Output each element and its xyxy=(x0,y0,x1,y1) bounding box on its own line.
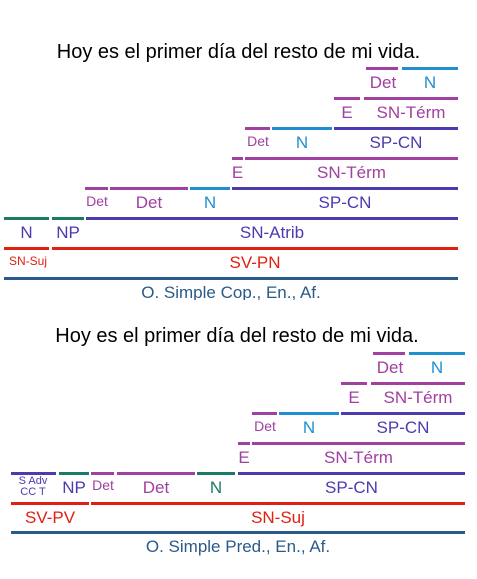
label-sn-term-mi-vida: SN-Térm xyxy=(383,388,453,407)
line-n-hoy xyxy=(4,217,49,220)
line-e-de xyxy=(341,382,367,385)
label-n-vida: N xyxy=(430,358,444,377)
label-e-del: E xyxy=(238,448,250,467)
line-det-mi xyxy=(366,67,398,70)
label-sp-cn-de-mi-vida: SP-CN xyxy=(369,133,423,152)
line-sn-term-mi-vida xyxy=(364,97,458,100)
sentence-1: Hoy es el primer día del resto de mi vid… xyxy=(56,41,421,63)
label-sn-suj: SN-Suj xyxy=(8,254,47,268)
diagram-copulative: Hoy es el primer día del resto de mi vid… xyxy=(4,41,458,300)
line-n-dia xyxy=(190,187,230,190)
line-det-el xyxy=(85,187,108,190)
label-sentence-type-1: O. Simple Cop., En., Af. xyxy=(141,284,321,300)
label-det-mi: Det xyxy=(369,73,397,92)
label-sp-cn-de-mi-vida: SP-CN xyxy=(376,418,430,437)
line-sentence-1 xyxy=(4,277,458,280)
label-sn-term-resto: SN-Térm xyxy=(317,163,386,182)
line-n-resto xyxy=(272,127,332,130)
label-det-del: Det xyxy=(247,133,269,149)
label-n-dia: N xyxy=(203,193,217,212)
label-n-resto: N xyxy=(302,418,316,437)
label-sv-pv: SV-PV xyxy=(24,508,76,527)
line-n-resto xyxy=(279,412,339,415)
label-sn-term-resto: SN-Térm xyxy=(324,448,393,467)
label-det-el: Det xyxy=(92,477,114,493)
line-det-del xyxy=(252,412,277,415)
label-sp-cn-del-resto: SP-CN xyxy=(318,193,372,212)
line-sp-cn-del-resto xyxy=(232,187,458,190)
line-sn-suj xyxy=(4,247,49,250)
label-e-del: E xyxy=(231,163,244,182)
label-det-del: Det xyxy=(254,418,276,434)
line-sentence-2 xyxy=(11,531,465,534)
line-sn-term-resto xyxy=(245,157,458,160)
label-n-resto: N xyxy=(295,133,309,152)
label-np-es: NP xyxy=(56,223,80,242)
label-s-adv-cc-t: S Adv CC T xyxy=(18,475,48,498)
line-sv-pv xyxy=(11,502,89,505)
line-det-primer xyxy=(117,472,195,475)
label-det-primer: Det xyxy=(135,193,163,212)
line-e-de xyxy=(334,97,360,100)
label-sn-atrib: SN-Atrib xyxy=(239,223,305,242)
line-n-vida xyxy=(409,352,465,355)
line-s-adv xyxy=(11,472,56,475)
line-n-vida xyxy=(402,67,458,70)
label-sv-pn: SV-PN xyxy=(229,253,281,272)
line-sv-pn xyxy=(52,247,458,250)
line-np-es xyxy=(52,217,84,220)
label-sn-suj: SN-Suj xyxy=(251,508,305,527)
line-det-mi xyxy=(373,352,405,355)
line-np-es xyxy=(59,472,89,475)
diagram-predicative: Hoy es el primer día del resto de mi vid… xyxy=(0,300,477,579)
sentence-2: Hoy es el primer día del resto de mi vid… xyxy=(55,325,419,347)
label-n-vida: N xyxy=(423,73,437,92)
line-sn-atrib xyxy=(86,217,458,220)
label-sp-cn-del-resto: SP-CN xyxy=(325,478,378,497)
line-sn-term-resto xyxy=(252,442,465,445)
label-np-es: NP xyxy=(62,478,86,497)
label-n-hoy: N xyxy=(20,223,33,242)
line-n-dia xyxy=(197,472,235,475)
line-e-del xyxy=(238,442,250,445)
label-n-dia: N xyxy=(209,478,223,497)
label-sentence-type-2: O. Simple Pred., En., Af. xyxy=(145,537,331,556)
line-det-del xyxy=(245,127,270,130)
label-e-de: E xyxy=(341,103,353,122)
line-sp-cn-de-mi-vida xyxy=(341,412,465,415)
line-e-del xyxy=(232,157,243,160)
label-det-el: Det xyxy=(86,193,108,209)
label-det-primer: Det xyxy=(142,478,170,497)
line-sp-cn-del-resto xyxy=(238,472,465,475)
line-det-el xyxy=(91,472,114,475)
line-sp-cn-de-mi-vida xyxy=(334,127,458,130)
label-e-de: E xyxy=(348,388,360,407)
label-det-mi: Det xyxy=(376,358,404,377)
line-sn-suj xyxy=(91,502,465,505)
line-sn-term-mi-vida xyxy=(371,382,465,385)
label-sn-term-mi-vida: SN-Térm xyxy=(376,103,446,122)
line-det-primer xyxy=(110,187,188,190)
